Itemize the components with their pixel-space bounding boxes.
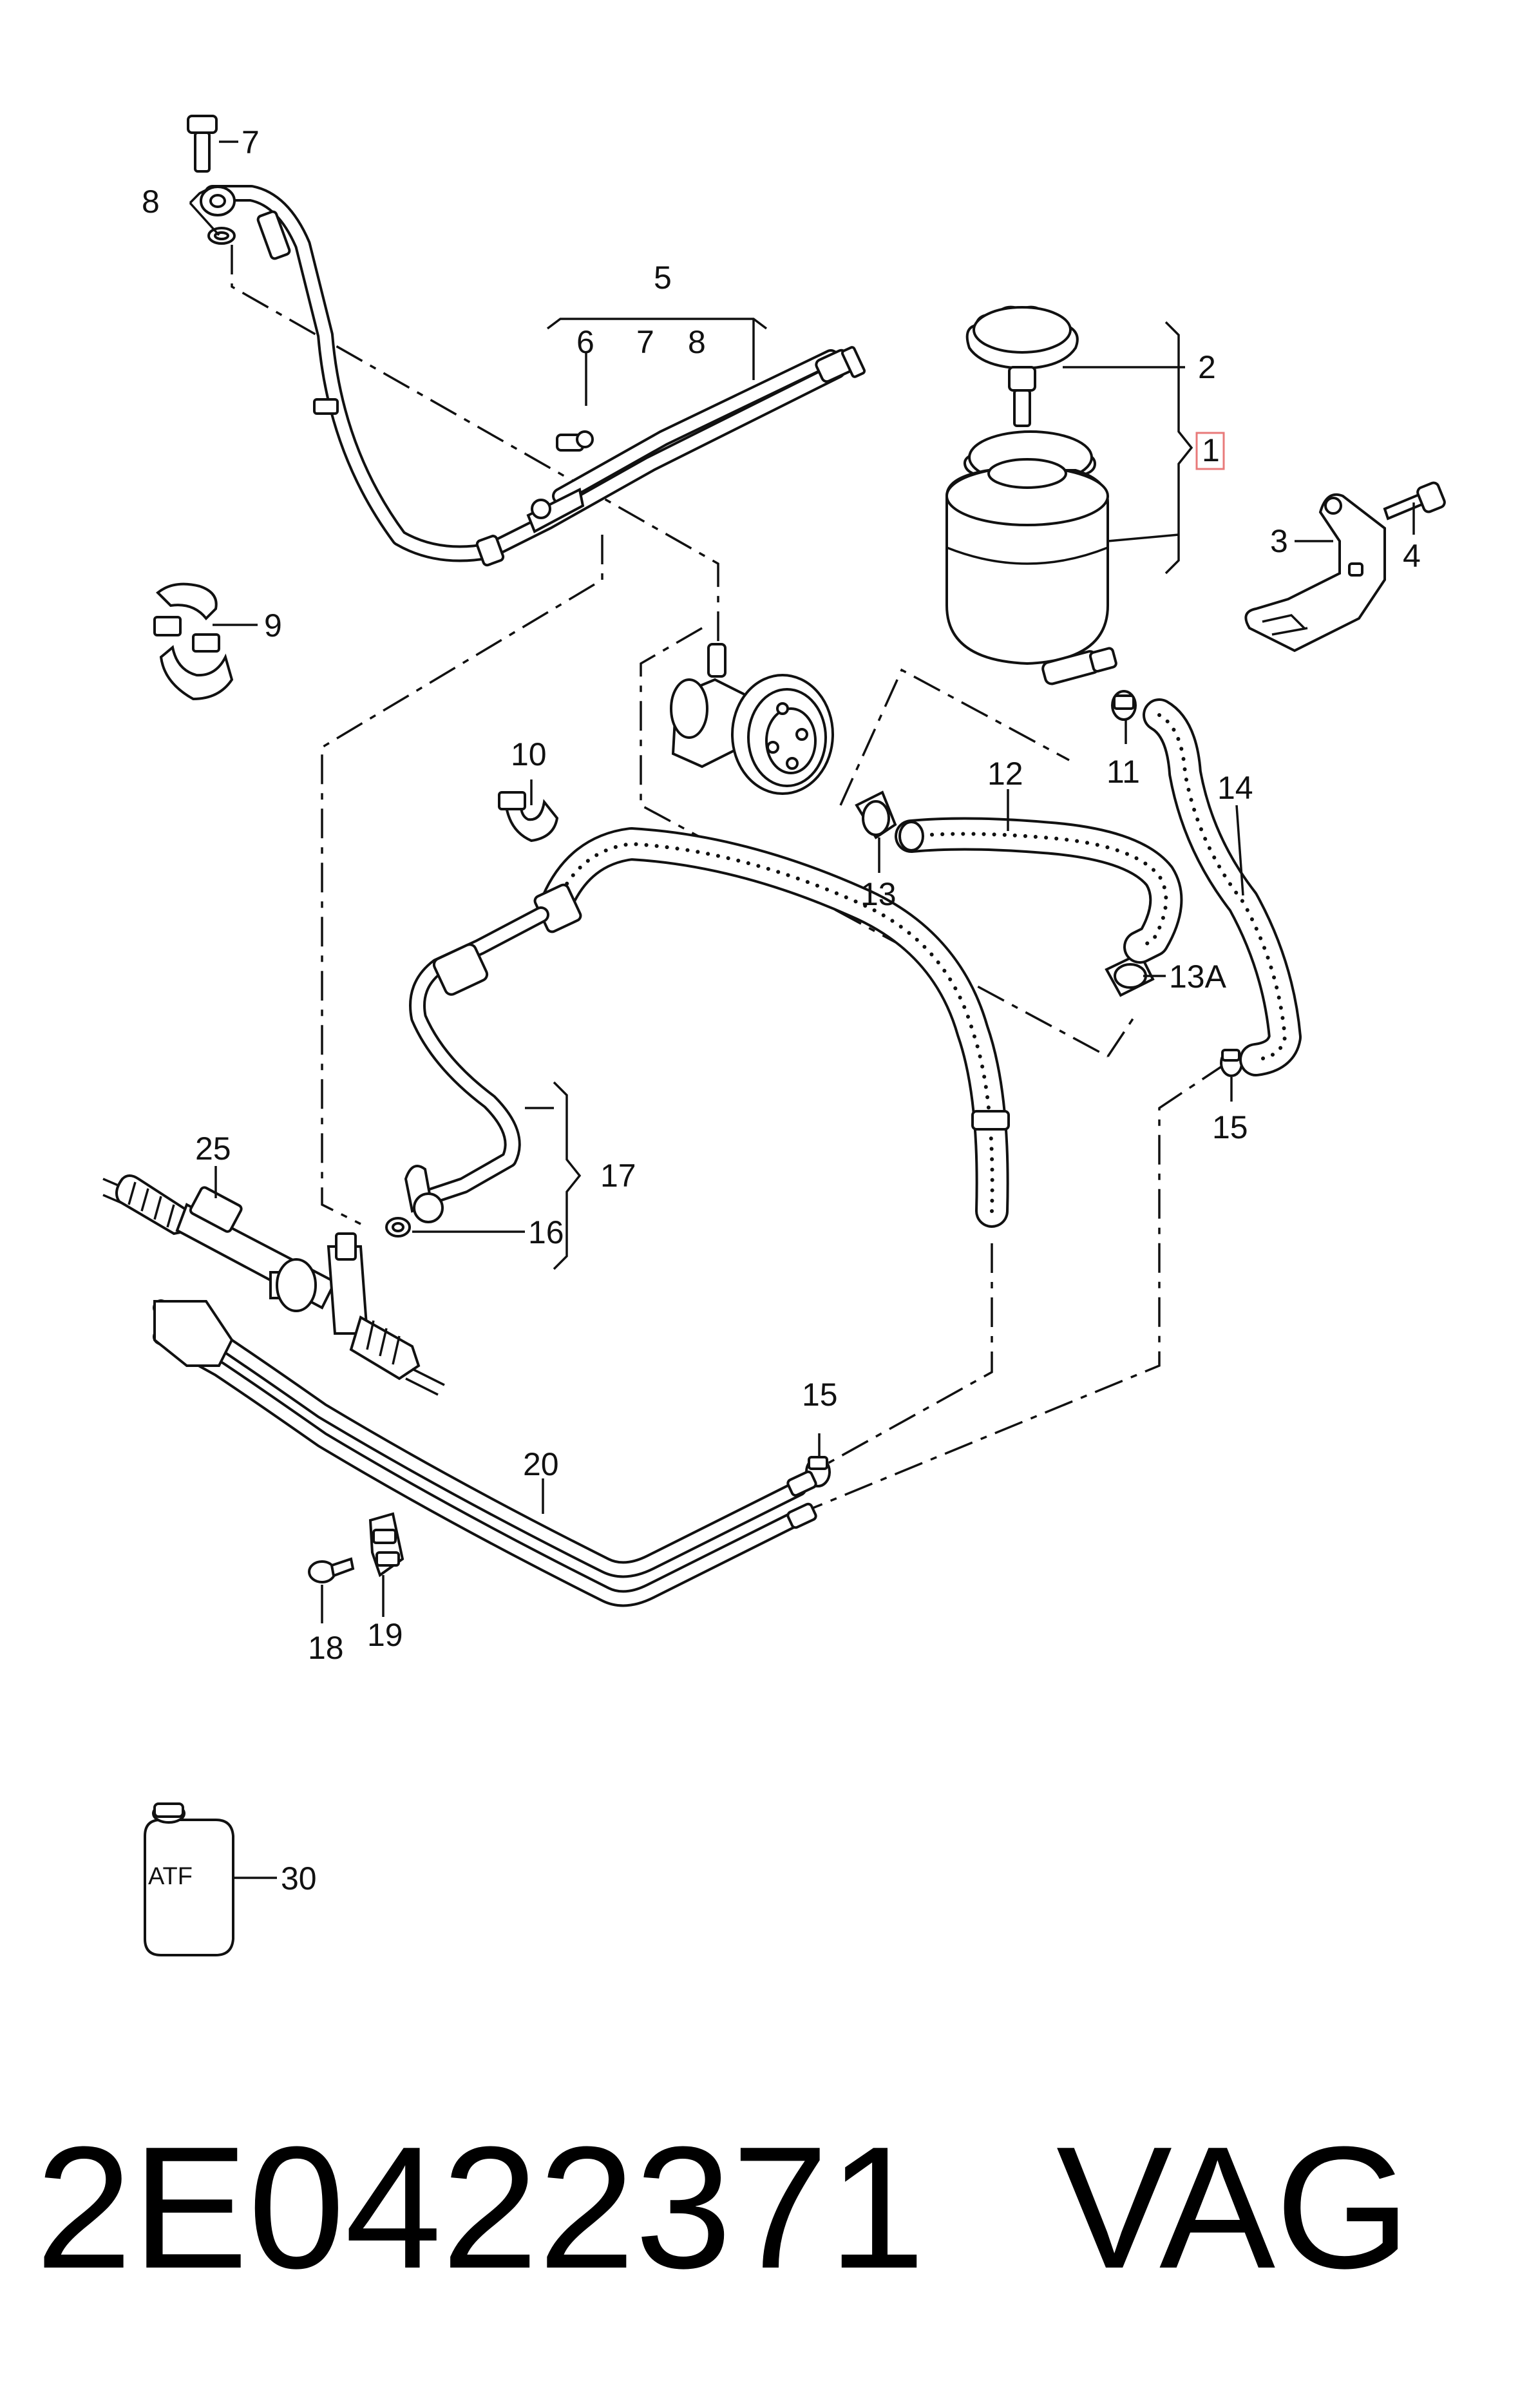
return-hose-long	[533, 827, 1010, 1228]
return-hose-14	[1143, 698, 1302, 1076]
label-30: 30	[281, 1860, 317, 1897]
label-11: 11	[1106, 754, 1140, 790]
connection-lines	[231, 245, 1228, 1515]
label-6: 6	[576, 324, 594, 360]
label-8-upper: 8	[142, 184, 160, 220]
label-18: 18	[308, 1630, 344, 1666]
pressure-pipe-17	[404, 906, 549, 1223]
clip-19	[368, 1512, 404, 1578]
atf-bottle: ATF	[144, 1802, 234, 1956]
part-labels: 1 2 3 4 5 6 7 7 8 8 9 10 11 12 13 13A 14…	[142, 124, 1421, 1897]
label-4: 4	[1403, 538, 1421, 574]
label-13: 13	[860, 876, 897, 912]
fluid-reservoir	[945, 305, 1117, 685]
label-16: 16	[528, 1214, 564, 1250]
pressure-hose-assembly	[187, 115, 866, 567]
hose-clamp-11	[1111, 690, 1137, 721]
hose-clamp-9	[153, 582, 234, 701]
highlight-box	[1195, 432, 1225, 470]
label-7-group: 7	[636, 324, 654, 360]
label-8-group: 8	[688, 324, 706, 360]
steering-pump	[670, 643, 834, 795]
label-14: 14	[1217, 770, 1253, 806]
label-17: 17	[600, 1158, 636, 1194]
label-10: 10	[511, 736, 547, 772]
part-number: 2E0422371	[35, 2111, 925, 2305]
label-3: 3	[1270, 523, 1288, 559]
mounting-bracket	[1244, 493, 1386, 653]
bolt-18	[308, 1557, 355, 1583]
label-2: 2	[1198, 349, 1216, 385]
label-25: 25	[195, 1131, 231, 1167]
label-12: 12	[987, 756, 1023, 792]
hose-clamp-10	[498, 791, 559, 843]
hose-clamp-15-upper	[1220, 1049, 1243, 1077]
label-1: 1	[1202, 432, 1220, 468]
label-19: 19	[367, 1617, 403, 1653]
brand-name: VAG	[1056, 2111, 1410, 2305]
bolt	[1383, 481, 1446, 521]
label-15-lower: 15	[802, 1377, 838, 1413]
label-13a: 13A	[1169, 959, 1227, 995]
return-hose-12	[895, 817, 1183, 964]
label-9: 9	[264, 607, 282, 644]
seal-ring-16	[385, 1217, 411, 1237]
callout-lines	[189, 140, 1415, 1879]
label-20: 20	[523, 1446, 559, 1482]
hose-clamp-13	[855, 790, 897, 839]
steering-rack	[102, 1174, 445, 1396]
return-pipe-20	[153, 1299, 817, 1607]
label-5: 5	[654, 260, 672, 296]
label-7-upper: 7	[242, 124, 260, 160]
atf-bottle-text: ATF	[148, 1863, 193, 1890]
label-15-upper: 15	[1212, 1109, 1248, 1145]
